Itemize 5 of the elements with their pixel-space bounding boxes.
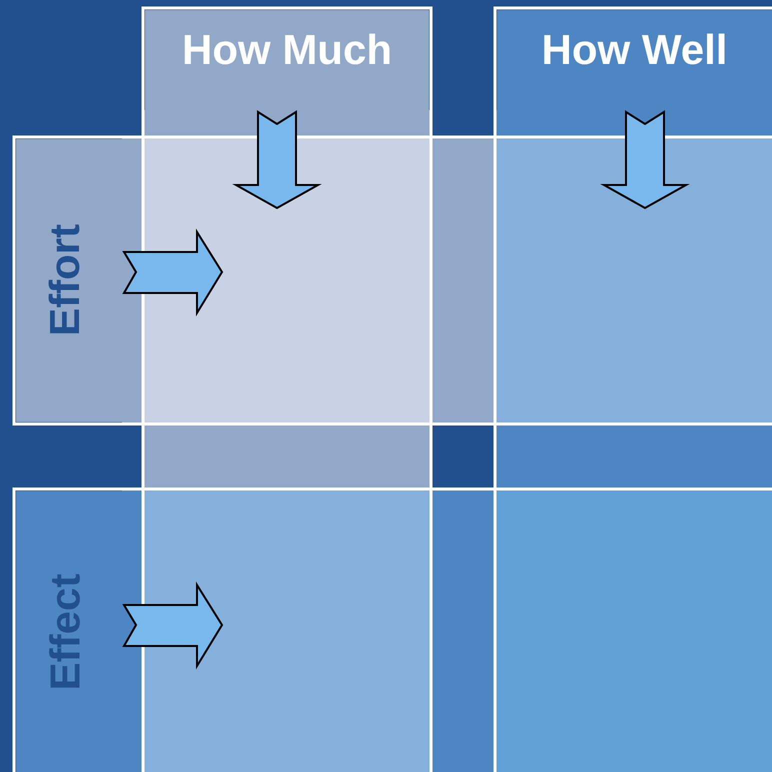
- row-header: [16, 139, 122, 422]
- column-header: [145, 10, 429, 110]
- column-heading: How Well: [540, 26, 728, 74]
- column-heading: How Much: [181, 26, 393, 74]
- row-heading: Effort: [41, 224, 89, 336]
